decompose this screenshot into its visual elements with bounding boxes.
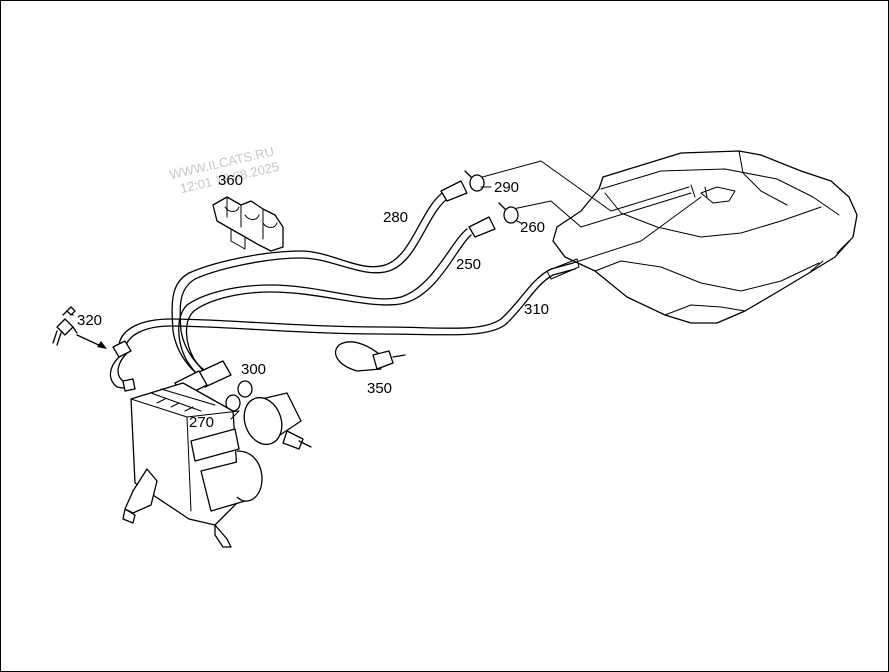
label-250: 250 xyxy=(456,256,481,273)
cable-tie-350[interactable] xyxy=(334,341,406,372)
fuel-tank[interactable] xyxy=(552,150,858,324)
clip-360[interactable] xyxy=(212,196,284,252)
label-310: 310 xyxy=(524,301,549,318)
valve-320[interactable] xyxy=(52,306,78,346)
leader-lines xyxy=(230,186,522,420)
label-320: 320 xyxy=(77,312,102,329)
arrow-head-320 xyxy=(97,341,107,349)
label-290: 290 xyxy=(494,179,519,196)
label-300: 300 xyxy=(241,361,266,378)
fuel-line-280[interactable] xyxy=(171,190,451,376)
clamp-300[interactable] xyxy=(225,380,253,412)
fuel-line-310[interactable] xyxy=(118,258,580,350)
watermark: WWW.ILCATS.RU 12:01 19.08.2025 xyxy=(168,144,280,197)
clamp-260[interactable] xyxy=(468,202,519,238)
label-280: 280 xyxy=(383,209,408,226)
label-350: 350 xyxy=(367,380,392,397)
fuel-pump-270[interactable] xyxy=(122,382,263,548)
tank-connection-lines xyxy=(474,160,702,264)
fuel-line-250[interactable] xyxy=(178,228,472,382)
label-360: 360 xyxy=(218,172,243,189)
label-260: 260 xyxy=(520,219,545,236)
hose-bend xyxy=(109,340,136,392)
clamp-290[interactable] xyxy=(440,170,485,202)
label-270: 270 xyxy=(189,414,214,431)
fuel-filter[interactable] xyxy=(238,392,312,450)
